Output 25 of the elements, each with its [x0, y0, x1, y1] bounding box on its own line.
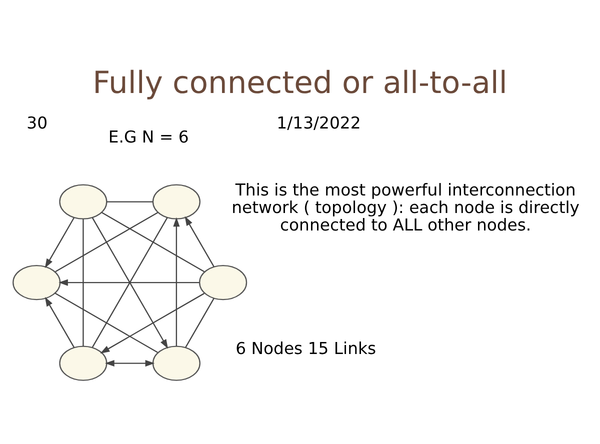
- label: 6 Nodes 15 Links: [236, 338, 376, 358]
- node-ellipse: [152, 184, 200, 220]
- node-ellipse: [12, 264, 61, 300]
- arrow: [104, 360, 155, 367]
- node-ellipse: [199, 264, 248, 300]
- label: 30: [26, 113, 48, 132]
- arrow: [44, 217, 74, 268]
- label: This is the most powerful interconnection network ( topology ): each node is directly connected to ALL other nodes.: [232, 180, 580, 235]
- arrow: [44, 296, 74, 348]
- connector: [54, 292, 158, 353]
- connector: [55, 212, 158, 272]
- node-ellipse: [152, 346, 200, 381]
- label: E.G N = 6: [108, 128, 189, 147]
- connector: [82, 219, 84, 346]
- diagram-title: Fully connected or all-to-all: [92, 66, 508, 101]
- arrow: [58, 279, 200, 286]
- arrow: [184, 216, 214, 267]
- node-ellipse: [59, 184, 108, 220]
- connector: [101, 212, 204, 272]
- label: 1/13/2022: [276, 113, 361, 132]
- connector: [185, 298, 214, 348]
- arrow: [173, 217, 180, 346]
- node-ellipse: [59, 346, 108, 381]
- connector: [106, 201, 153, 202]
- arrow: [100, 292, 204, 354]
